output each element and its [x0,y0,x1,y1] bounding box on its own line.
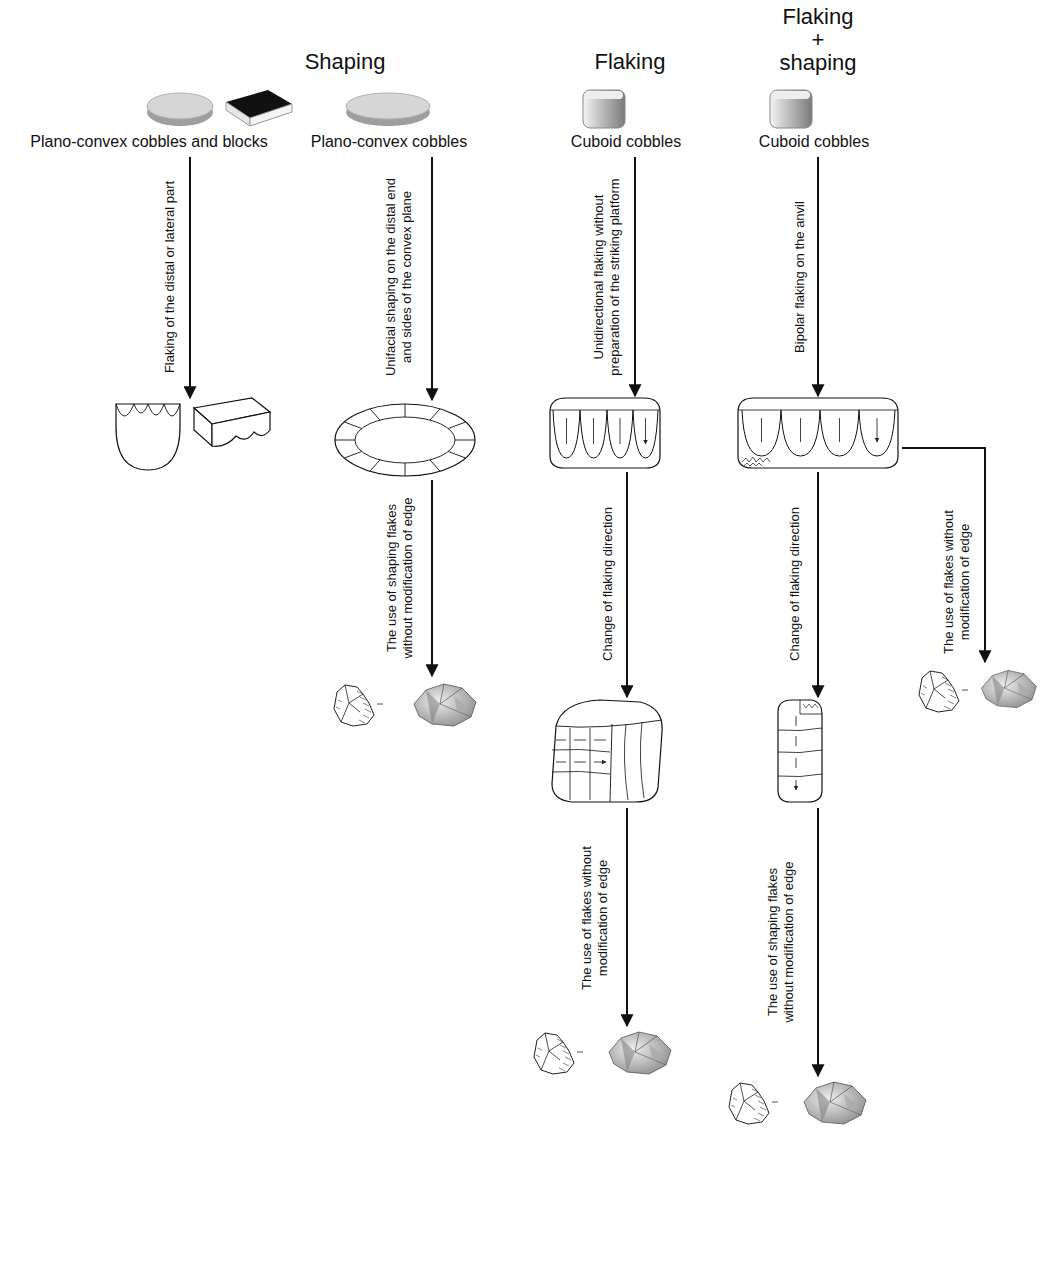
flake-drawing [804,1082,866,1124]
core-drawing [552,700,662,802]
column-heading: Flaking + shaping [777,5,859,74]
core-drawing [762,418,878,442]
cobble-icons [226,102,250,126]
arrow-label: The use of shaping flakes without modifi… [764,855,796,1030]
cobble-icons [147,93,213,119]
flow-arrow [431,480,433,676]
flow-arrow [626,808,628,1026]
arrow-label: Change of flaking direction [787,474,803,694]
arrow-label-box: The use of shaping flakes without modifi… [764,855,796,1030]
node-caption: Plano-convex cobbles [311,132,468,151]
arrow-label-box: Change of flaking direction [600,474,616,694]
core-drawing [738,398,898,468]
cobble-icons [346,93,430,119]
flow-arrow [190,157,985,1076]
flow-arrow [431,157,433,400]
arrow-label-box: Unifacial shaping on the distal end and … [383,171,415,383]
worked-cobble [116,404,180,416]
flake-drawing [414,684,476,726]
core-drawing [550,398,660,468]
arrow-label: Unidirectional flaking without preparati… [590,170,622,385]
core-drawing [778,700,822,802]
flake-drawing [919,671,968,712]
node-caption: Cuboid cobbles [759,132,869,151]
cobble-icons [583,90,625,128]
arrow-label: Bipolar flaking on the anvil [792,162,808,392]
flake-drawing [334,685,383,726]
flow-arrow [634,157,636,396]
arrow-label: Change of flaking direction [600,474,616,694]
worked-cobble [116,398,475,476]
core-drawing [624,722,644,800]
cobble-icons [250,104,292,126]
arrow-label-box: Change of flaking direction [787,474,803,694]
cobble-node: Cuboid cobbles [752,85,876,151]
node-caption: Cuboid cobbles [571,132,681,151]
arrow-label: Unifacial shaping on the distal end and … [383,171,415,383]
column-heading-box: Shaping [245,50,445,73]
worked-cobble [212,412,270,446]
core-drawing [803,704,818,708]
core-drawing [610,724,612,802]
worked-cobble [335,404,475,476]
worked-cobble [194,408,212,446]
core-drawing [778,728,822,777]
cobble-icons [147,90,812,128]
flake-drawing [334,670,1036,1124]
core-drawing [742,410,895,456]
core-drawing [553,410,658,458]
flow-arrow [189,157,191,398]
flow-arrow [817,157,819,396]
arrow-label-box: Unidirectional flaking without preparati… [590,170,622,385]
worked-cobble [355,417,455,463]
core-drawing [556,720,662,727]
flake-drawing [729,1083,778,1124]
flake-drawing [982,670,1037,707]
core-drawing [796,716,797,790]
cobble-icons [772,91,810,99]
arrow-label-box: Flaking of the distal or lateral part [162,162,178,392]
worked-cobble [116,404,180,470]
arrow-label-box: The use of flakes without modification o… [941,497,973,667]
flake-drawing [609,1032,671,1074]
arrow-label-box: The use of flakes without modification o… [579,833,611,1003]
core-drawing [550,410,660,411]
flow-arrow [817,472,819,697]
arrow-label: The use of flakes without modification o… [941,497,973,667]
core-drawing [567,418,646,444]
cobble-node: Cuboid cobbles [560,85,692,151]
flow-arrow [626,472,628,697]
cobble-node: Plano-convex cobbles and blocks [0,85,298,151]
arrow-label-box: Bipolar flaking on the anvil [792,162,808,392]
node-caption: Plano-convex cobbles and blocks [30,132,267,151]
column-heading: Flaking [530,50,730,73]
core-drawing [552,728,610,800]
arrow-label: Flaking of the distal or lateral part [162,162,178,392]
column-heading: Shaping [245,50,445,73]
flake-drawing [534,1033,583,1074]
arrow-label-box: The use of shaping flakes without modifi… [383,491,415,666]
column-heading-box: Flaking + shaping [777,5,859,74]
worked-cobble [335,404,475,476]
cobble-icons [770,90,812,128]
cobble-icons [585,91,623,99]
core-drawing [738,410,898,411]
column-heading-box: Flaking [530,50,730,73]
core-drawing [556,740,606,762]
flow-arrow [817,808,819,1076]
cobble-node: Plano-convex cobbles [300,85,478,151]
arrow-label: The use of flakes without modification o… [579,833,611,1003]
core-drawing [800,700,822,714]
core-drawing [550,398,898,802]
arrow-label: The use of shaping flakes without modifi… [383,491,415,666]
core-drawing [742,457,770,466]
